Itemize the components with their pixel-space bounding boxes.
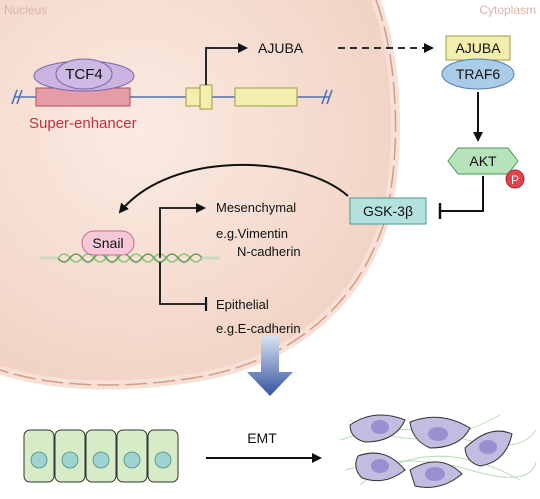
- akt-protein: [447, 147, 519, 175]
- gsk3b-to-snail-arrow: [118, 163, 349, 214]
- tcf4-label: TCF4: [65, 66, 103, 83]
- gsk3b-label: GSK-3β: [363, 203, 413, 219]
- traf6-protein: [441, 58, 515, 90]
- transcription-arrow: [205, 43, 248, 85]
- mesenchymal-cells: [339, 414, 537, 488]
- akt-inhibits-gsk3b: [440, 176, 484, 212]
- promoter-box: [185, 87, 201, 107]
- ajuba-protein-label: AJUBA: [455, 40, 501, 56]
- dna-break-left: [11, 89, 23, 105]
- epithelial-example: e.g.E-cadherin: [216, 321, 301, 336]
- tcf4-core: [55, 58, 113, 90]
- emt-label: EMT: [247, 430, 277, 446]
- snail-represses-epithelial: [159, 262, 206, 305]
- exon-large: [234, 87, 298, 107]
- dna-break-right: [321, 89, 333, 105]
- snail-activates-mesenchymal: [159, 203, 206, 258]
- ajuba-gene-label: AJUBA: [258, 40, 304, 56]
- epithelial-label: Epithelial: [216, 297, 269, 312]
- epithelial-cells: [23, 429, 179, 483]
- gsk3b-protein: [349, 197, 427, 225]
- ajuba-protein: [445, 35, 511, 61]
- exon-small: [199, 84, 213, 110]
- mesenchymal-example-1: e.g.Vimentin: [216, 226, 288, 241]
- snail-label: Snail: [92, 235, 123, 251]
- cytoplasm-label: Cytoplasm: [479, 3, 536, 17]
- nucleus-body: [0, 0, 396, 386]
- nuclear-pores: [0, 0, 397, 386]
- traf6-label: TRAF6: [456, 66, 501, 82]
- phospho-label: P: [511, 173, 519, 187]
- mesenchymal-example-2: N-cadherin: [237, 244, 301, 259]
- akt-label: AKT: [469, 153, 497, 169]
- phospho-badge: [505, 169, 525, 189]
- super-enhancer-label: Super-enhancer: [29, 115, 137, 132]
- nucleus-label: Nucleus: [4, 3, 47, 17]
- emt-down-arrow: [247, 336, 293, 396]
- mesenchymal-label: Mesenchymal: [216, 200, 296, 215]
- snail-protein: [81, 230, 135, 256]
- dna-helix: [40, 253, 220, 263]
